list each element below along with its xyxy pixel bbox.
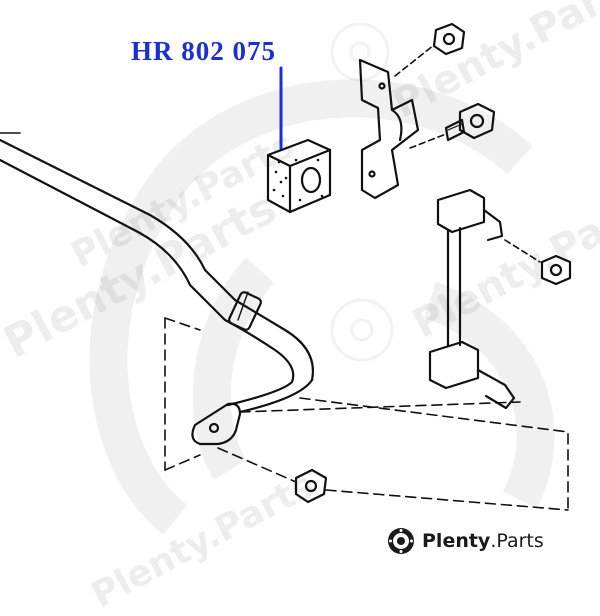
mounting-bracket	[358, 58, 420, 200]
bar-bushing	[228, 291, 262, 331]
bracket-bolt	[444, 102, 496, 142]
stabilizer-link	[428, 188, 516, 410]
brand-logo-group: Plenty.Parts	[386, 526, 544, 556]
brand-name: Plenty.Parts	[422, 530, 544, 552]
highlighted-bushing	[266, 138, 332, 214]
bar-end-bracket	[191, 402, 242, 446]
link-lower-nut	[540, 254, 572, 286]
stabilizer-bar	[0, 132, 314, 414]
assembly-guides	[164, 317, 569, 511]
diagram-drawing	[0, 22, 572, 511]
top-nut	[432, 22, 466, 56]
bottom-nut	[294, 468, 328, 504]
part-number-label: HR 802 075	[131, 36, 276, 66]
brake-disc-icon	[388, 528, 414, 554]
